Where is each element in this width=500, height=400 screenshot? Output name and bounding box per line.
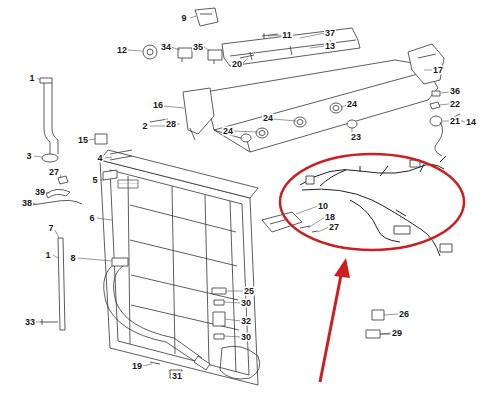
callout-number: 10 — [317, 202, 329, 211]
callout-number: 27 — [328, 223, 340, 232]
callout-number: 6 — [88, 214, 95, 223]
callout-number: 37 — [324, 29, 336, 38]
hose-coupling — [112, 258, 210, 370]
callout-number: 18 — [324, 213, 336, 222]
small-parts-right — [430, 91, 440, 109]
callout-number: 16 — [152, 101, 164, 110]
knob-21 — [430, 116, 442, 126]
callout-number: 31 — [171, 372, 183, 381]
callout-number: 3 — [25, 152, 32, 161]
callout-number: 5 — [91, 176, 98, 185]
callout-number: 4 — [96, 154, 103, 163]
callout-number: 25 — [243, 287, 255, 296]
callout-number: 32 — [240, 317, 252, 326]
highlight-ellipse — [280, 154, 464, 250]
callout-number: 24 — [222, 127, 234, 136]
callout-number: 34 — [160, 43, 172, 52]
callout-number: 7 — [47, 224, 54, 233]
fill-hose — [40, 78, 58, 154]
drain-hose — [104, 262, 202, 362]
panel-frame — [110, 170, 249, 375]
console-panel — [205, 60, 438, 152]
callout-number: 15 — [77, 136, 89, 145]
callout-number: 27 — [48, 168, 60, 177]
callout-number: 23 — [350, 133, 362, 142]
callout-number: 14 — [465, 118, 477, 127]
callout-number: 11 — [281, 31, 293, 40]
callout-number: 38 — [21, 199, 33, 208]
callout-number: 2 — [141, 122, 148, 131]
callout-number: 20 — [231, 60, 243, 69]
fittings — [150, 288, 226, 378]
callout-number: 30 — [240, 333, 252, 342]
end-cap — [408, 44, 444, 84]
wire-38 — [32, 200, 82, 205]
callout-number: 24 — [262, 114, 274, 123]
callout-number: 30 — [240, 299, 252, 308]
parts-18-27 — [300, 226, 318, 232]
highlight-arrow-head — [334, 258, 350, 278]
ring-12 — [143, 45, 157, 59]
switch-9 — [195, 8, 218, 26]
callout-number: 12 — [116, 46, 128, 55]
callout-number: 28 — [165, 120, 177, 129]
panel-label — [118, 180, 138, 188]
console-bar-detail — [230, 40, 356, 60]
callout-number: 8 — [69, 254, 76, 263]
callout-number: 17 — [432, 66, 444, 75]
callout-number: 36 — [449, 87, 461, 96]
knobs — [241, 103, 357, 142]
callout-number: 9 — [180, 14, 187, 23]
callout-number: 1 — [44, 251, 51, 260]
screws-20-11 — [240, 33, 278, 58]
part-27-39 — [46, 176, 70, 198]
callout-number: 19 — [131, 362, 143, 371]
callout-number: 24 — [346, 100, 358, 109]
light-cover — [183, 88, 214, 140]
line-art — [32, 8, 465, 385]
highlight-arrow-shaft — [320, 270, 342, 382]
callout-number: 22 — [449, 100, 461, 109]
parts-26-29 — [366, 310, 390, 338]
pump-outline — [220, 346, 260, 379]
callout-number: 13 — [324, 42, 336, 51]
ring-12-hole — [147, 49, 153, 55]
callout-number: 1 — [28, 74, 35, 83]
strip-7 — [58, 238, 65, 330]
callout-number: 39 — [34, 188, 46, 197]
console-panel-detail — [214, 72, 425, 152]
callout-number: 29 — [391, 329, 403, 338]
leader-lines — [32, 16, 465, 376]
screw-33 — [40, 319, 58, 325]
clips — [95, 119, 175, 180]
callout-number: 21 — [449, 117, 461, 126]
callout-number: 35 — [192, 43, 204, 52]
callout-number: 33 — [24, 318, 36, 327]
hose-nut-3 — [42, 154, 58, 162]
callout-number: 26 — [398, 310, 410, 319]
